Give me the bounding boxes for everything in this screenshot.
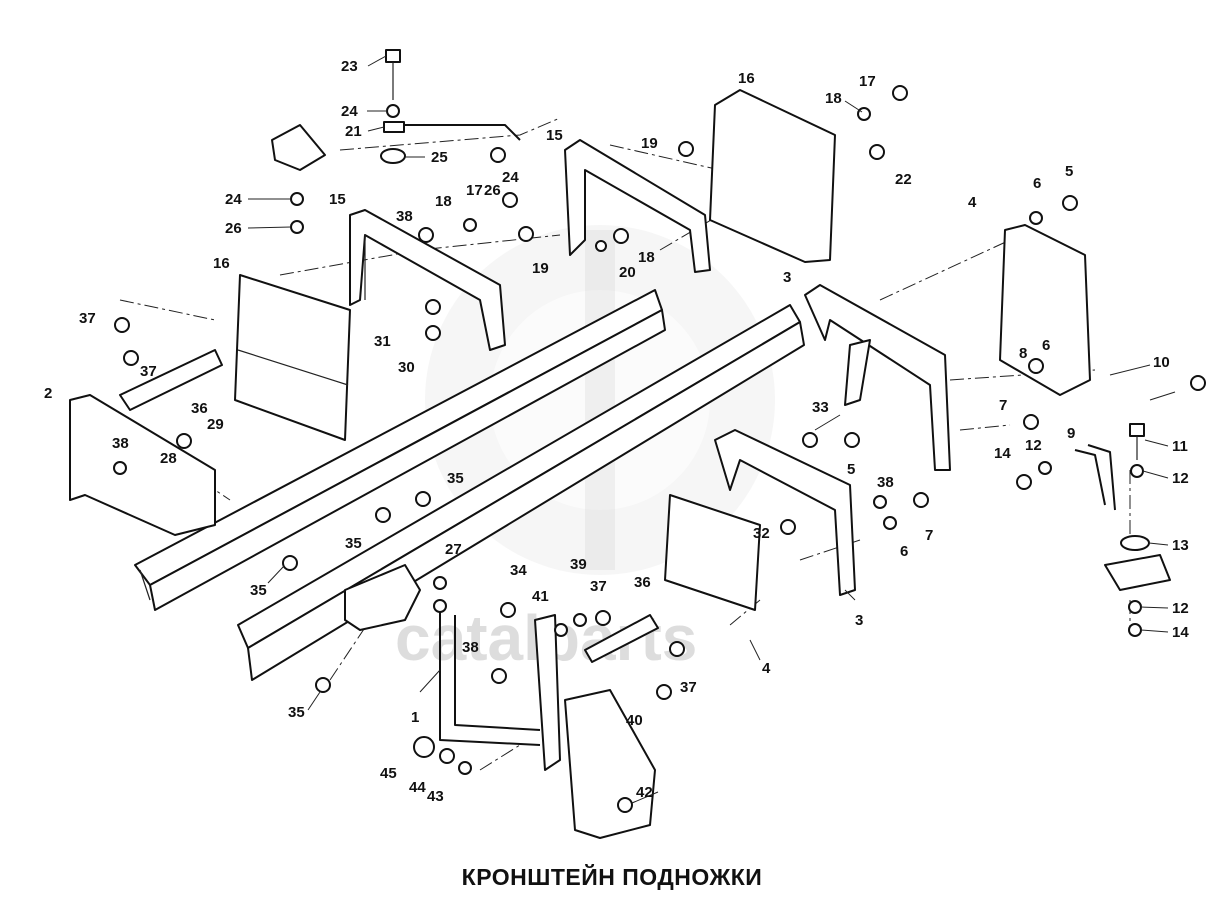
callout-36: 36 (191, 400, 208, 417)
callout-26: 26 (225, 220, 242, 237)
callout-35: 35 (250, 582, 267, 599)
callout-21: 21 (345, 123, 362, 140)
callout-15: 15 (546, 127, 563, 144)
leader-lines (247, 55, 1176, 804)
callout-37: 37 (680, 679, 697, 696)
callout-1: 1 (411, 709, 419, 726)
step-bracket-2-left (69, 394, 216, 536)
callout-33: 33 (812, 399, 829, 416)
callout-43: 43 (427, 788, 444, 805)
callout-25: 25 (431, 149, 448, 166)
callout-32: 32 (753, 525, 770, 542)
callout-12: 12 (1172, 600, 1189, 617)
callout-29: 29 (207, 416, 224, 433)
callout-34: 34 (510, 562, 527, 579)
callout-3: 3 (855, 612, 863, 629)
callout-6: 6 (1033, 175, 1041, 192)
callout-18: 18 (825, 90, 842, 107)
callout-18: 18 (638, 249, 655, 266)
bracket-36-left (119, 349, 223, 411)
frame-rail-left (134, 289, 666, 611)
callout-2: 2 (44, 385, 52, 402)
step-bracket-3-lower (714, 429, 856, 596)
callout-5: 5 (1065, 163, 1073, 180)
diagram-caption: КРОНШТЕЙН ПОДНОЖКИ (461, 864, 763, 890)
step-frame-1 (439, 610, 561, 771)
callout-45: 45 (380, 765, 397, 782)
callout-37: 37 (140, 363, 157, 380)
callout-3: 3 (783, 269, 791, 286)
callout-26: 26 (484, 182, 501, 199)
callout-9: 9 (1067, 425, 1075, 442)
callout-40: 40 (626, 712, 643, 729)
step-mount-13 (1104, 535, 1171, 591)
callout-35: 35 (447, 470, 464, 487)
callout-38: 38 (462, 639, 479, 656)
callout-12: 12 (1172, 470, 1189, 487)
mud-flap-4-right (999, 224, 1091, 396)
callout-10: 10 (1153, 354, 1170, 371)
callout-23: 23 (341, 58, 358, 75)
callout-7: 7 (999, 397, 1007, 414)
callout-38: 38 (396, 208, 413, 225)
callout-16: 16 (213, 255, 230, 272)
callout-22: 22 (895, 171, 912, 188)
callout-27: 27 (445, 541, 462, 558)
callout-19: 19 (532, 260, 549, 277)
callout-17: 17 (859, 73, 876, 90)
callout-4: 4 (762, 660, 771, 677)
callout-18: 18 (435, 193, 452, 210)
step-bracket-15-left (349, 209, 506, 351)
callout-39: 39 (570, 556, 587, 573)
callout-44: 44 (409, 779, 426, 796)
callout-30: 30 (398, 359, 415, 376)
callout-35: 35 (288, 704, 305, 721)
callout-19: 19 (641, 135, 658, 152)
rubber-guard-42 (564, 689, 656, 839)
fasteners (113, 49, 1206, 813)
mud-flap-16-left (234, 274, 351, 441)
callout-37: 37 (590, 578, 607, 595)
callout-24: 24 (225, 191, 242, 208)
callout-28: 28 (160, 450, 177, 467)
mount-block-top (271, 124, 521, 171)
step-bracket-3-right (804, 284, 951, 471)
callout-17: 17 (466, 182, 483, 199)
callout-5: 5 (847, 461, 855, 478)
callout-38: 38 (112, 435, 129, 452)
bracket-36-lower (584, 614, 659, 663)
callout-42: 42 (636, 784, 653, 801)
step-bracket-15-top (564, 139, 711, 273)
callout-20: 20 (619, 264, 636, 281)
callout-14: 14 (994, 445, 1011, 462)
callout-13: 13 (1172, 537, 1189, 554)
callout-12: 12 (1025, 437, 1042, 454)
callout-6: 6 (900, 543, 908, 560)
callout-6: 6 (1042, 337, 1050, 354)
callout-16: 16 (738, 70, 755, 87)
callout-14: 14 (1172, 624, 1189, 641)
callout-4: 4 (968, 194, 977, 211)
mud-flap-4-lower (664, 494, 761, 611)
callout-24: 24 (502, 169, 519, 186)
callout-7: 7 (925, 527, 933, 544)
callout-11: 11 (1172, 438, 1188, 455)
callout-31: 31 (374, 333, 391, 350)
callout-36: 36 (634, 574, 651, 591)
callout-8: 8 (1019, 345, 1027, 362)
callout-41: 41 (532, 588, 549, 605)
mud-flap-16-right (709, 89, 836, 263)
callout-37: 37 (79, 310, 96, 327)
callout-35: 35 (345, 535, 362, 552)
callout-38: 38 (877, 474, 894, 491)
step-bracket-lower-left (344, 564, 421, 631)
bracket-arm-9 (1074, 444, 1116, 511)
callout-labels: 1 2 3 3 4 4 5 5 6 6 6 7 7 8 9 10 11 12 1… (44, 58, 1189, 805)
callout-24: 24 (341, 103, 358, 120)
callout-15: 15 (329, 191, 346, 208)
